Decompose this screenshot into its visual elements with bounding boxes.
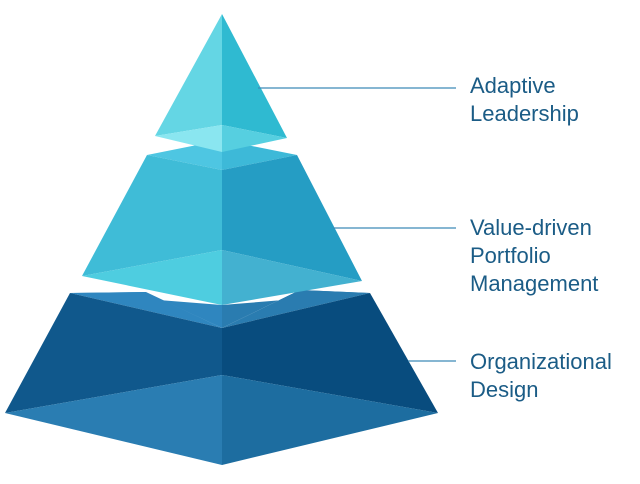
label-line: Value-driven: [470, 215, 592, 240]
tier-bottom-top-left: [70, 292, 222, 328]
label-organizational-design: Organizational Design: [470, 348, 612, 404]
tier-middle-right-face: [222, 155, 362, 281]
label-line: Portfolio: [470, 243, 551, 268]
tier-middle-ledge-left: [82, 250, 222, 305]
tier-bottom-front-right: [222, 375, 438, 465]
tier-top-left-face: [155, 14, 222, 136]
label-adaptive-leadership: Adaptive Leadership: [470, 72, 579, 128]
label-line: Design: [470, 377, 539, 402]
tier-middle-left-face: [82, 155, 222, 276]
tier-top-ledge-left: [155, 125, 222, 152]
tier-top-ledge-right: [222, 125, 287, 152]
tier-bottom-front-left: [5, 375, 222, 465]
label-line: Management: [470, 271, 599, 296]
tier-top: [155, 14, 287, 152]
label-line: Adaptive: [470, 73, 556, 98]
tier-middle-ledge-right: [222, 250, 362, 305]
label-value-driven-portfolio-management: Value-driven Portfolio Management: [470, 214, 598, 298]
tier-top-right-face: [222, 14, 287, 138]
tier-bottom-ledge-left: [70, 292, 222, 328]
tier-middle: [82, 140, 362, 305]
label-line: Organizational: [470, 349, 612, 374]
label-line: Leadership: [470, 101, 579, 126]
tier-bottom-left-face: [5, 293, 222, 413]
tier-bottom: [5, 290, 438, 465]
tier-bottom-right-face: [222, 293, 438, 413]
tier-bottom-ledge-right: [222, 290, 370, 328]
